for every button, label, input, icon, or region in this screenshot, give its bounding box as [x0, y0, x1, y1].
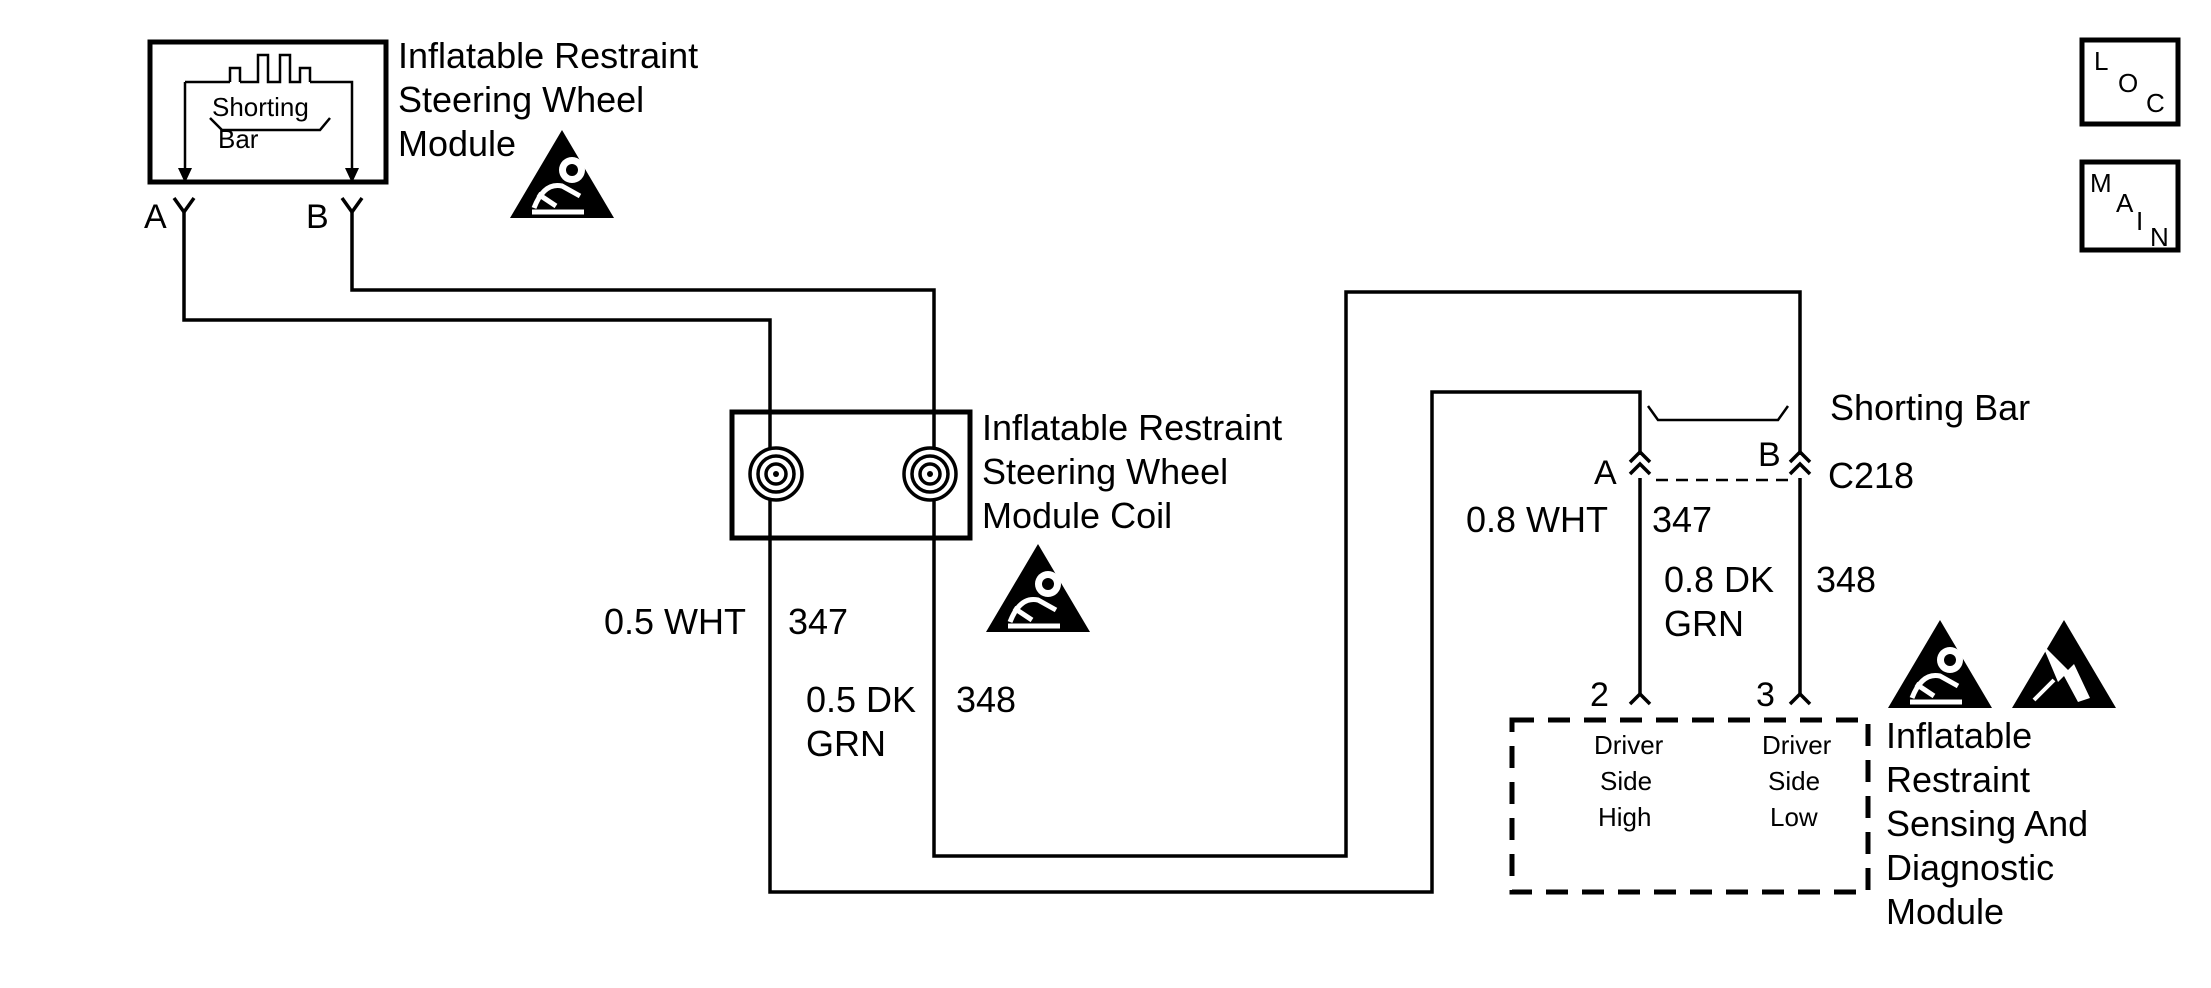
coil-left-spiral-icon [748, 446, 804, 502]
main-letter-a: A [2116, 188, 2134, 218]
sdm-pin2-desc-3: High [1598, 802, 1651, 832]
airbag-warning-icon [510, 130, 614, 218]
c218-shorting-bar-label: Shorting Bar [1830, 387, 2030, 428]
steering-module-box [147, 39, 389, 185]
wire-347-wht [182, 212, 1642, 894]
shorting-bar [209, 117, 331, 132]
wire-label-05-dkgrn-2: GRN [806, 723, 886, 764]
module-connector-comb [228, 53, 312, 84]
main-letter-i: I [2136, 206, 2143, 236]
main-button[interactable]: M A I N [2079, 159, 2181, 253]
steering-module-title-2: Steering Wheel [398, 79, 644, 120]
c218-name: C218 [1828, 455, 1914, 496]
wire-label-08-wht: 0.8 WHT [1466, 499, 1608, 540]
c218-shorting-bar [1646, 405, 1790, 422]
circuit-348-right: 348 [1816, 559, 1876, 600]
shorting-bar-label-1: Shorting [212, 92, 309, 122]
c218-pin-a: A [1594, 454, 1617, 492]
pin-b-arrow-icon [345, 168, 359, 183]
sdm-pin3-desc-2: Side [1768, 766, 1820, 796]
module-coil-title-1: Inflatable Restraint [982, 407, 1282, 448]
wire-label-05-dkgrn-1: 0.5 DK [806, 679, 916, 720]
module-coil-box [729, 409, 973, 541]
pin-a-arrow-icon [178, 168, 192, 183]
main-letter-n: N [2150, 222, 2169, 252]
sdm-title-5: Module [1886, 891, 2004, 932]
c218-pin-b: B [1758, 436, 1781, 474]
steering-module-title-3: Module [398, 123, 516, 164]
wire-label-05-wht: 0.5 WHT [604, 601, 746, 642]
sdm-pin-2: 2 [1590, 676, 1609, 714]
sdm-pin-3: 3 [1756, 676, 1775, 714]
airbag-warning-icon [1888, 620, 1992, 708]
steering-wheel-module-coil: Inflatable Restraint Steering Wheel Modu… [729, 407, 1282, 632]
loc-letter-l: L [2094, 46, 2108, 76]
sdm-pin2-desc-2: Side [1600, 766, 1652, 796]
main-letter-m: M [2090, 168, 2112, 198]
sdm-title-3: Sensing And [1886, 803, 2088, 844]
connector-c218: Shorting Bar A B C218 [1594, 387, 2030, 496]
esd-warning-icon [2010, 618, 2118, 710]
circuit-348-left: 348 [956, 679, 1016, 720]
pin-b-terminal [340, 196, 364, 216]
loc-letter-c: C [2146, 88, 2165, 118]
shorting-bar-label-2: Bar [218, 124, 259, 154]
coil-right-spiral-icon [902, 446, 958, 502]
sdm-pin3-desc-1: Driver [1762, 730, 1832, 760]
steering-module-pin-a: A [144, 198, 167, 236]
pin-a-terminal [172, 196, 196, 216]
steering-module-title-1: Inflatable Restraint [398, 35, 698, 76]
sdm-pin3-desc-3: Low [1770, 802, 1818, 832]
module-coil-title-3: Module Coil [982, 495, 1172, 536]
sdm-title-4: Diagnostic [1886, 847, 2054, 888]
wire-label-08-dkgrn-2: GRN [1664, 603, 1744, 644]
c218-pin-b-terminal [1788, 449, 1812, 476]
sdm-pin2-desc-1: Driver [1594, 730, 1664, 760]
wire-348-dkgrn [350, 212, 1802, 858]
wire-label-08-dkgrn-1: 0.8 DK [1664, 559, 1774, 600]
sdm-pin-3-terminal [1788, 691, 1812, 706]
module-coil-title-2: Steering Wheel [982, 451, 1228, 492]
sensing-diagnostic-module: 2 3 Driver Side High Driver Side Low Inf… [1509, 618, 2118, 932]
steering-module-pin-b: B [306, 198, 329, 236]
circuit-347-left: 347 [788, 601, 848, 642]
sdm-title-2: Restraint [1886, 759, 2030, 800]
circuit-347-right: 347 [1652, 499, 1712, 540]
sdm-pin-2-terminal [1628, 691, 1652, 706]
loc-letter-o: O [2118, 68, 2138, 98]
shorting-bar-frame [183, 80, 354, 180]
sdm-title-1: Inflatable [1886, 715, 2032, 756]
loc-button[interactable]: L O C [2079, 37, 2181, 127]
airbag-warning-icon [986, 544, 1090, 632]
steering-wheel-module: Shorting Bar Inflatable Restraint Steeri… [144, 35, 698, 236]
sdm-box [1509, 717, 1871, 895]
c218-pin-a-terminal [1628, 449, 1652, 476]
